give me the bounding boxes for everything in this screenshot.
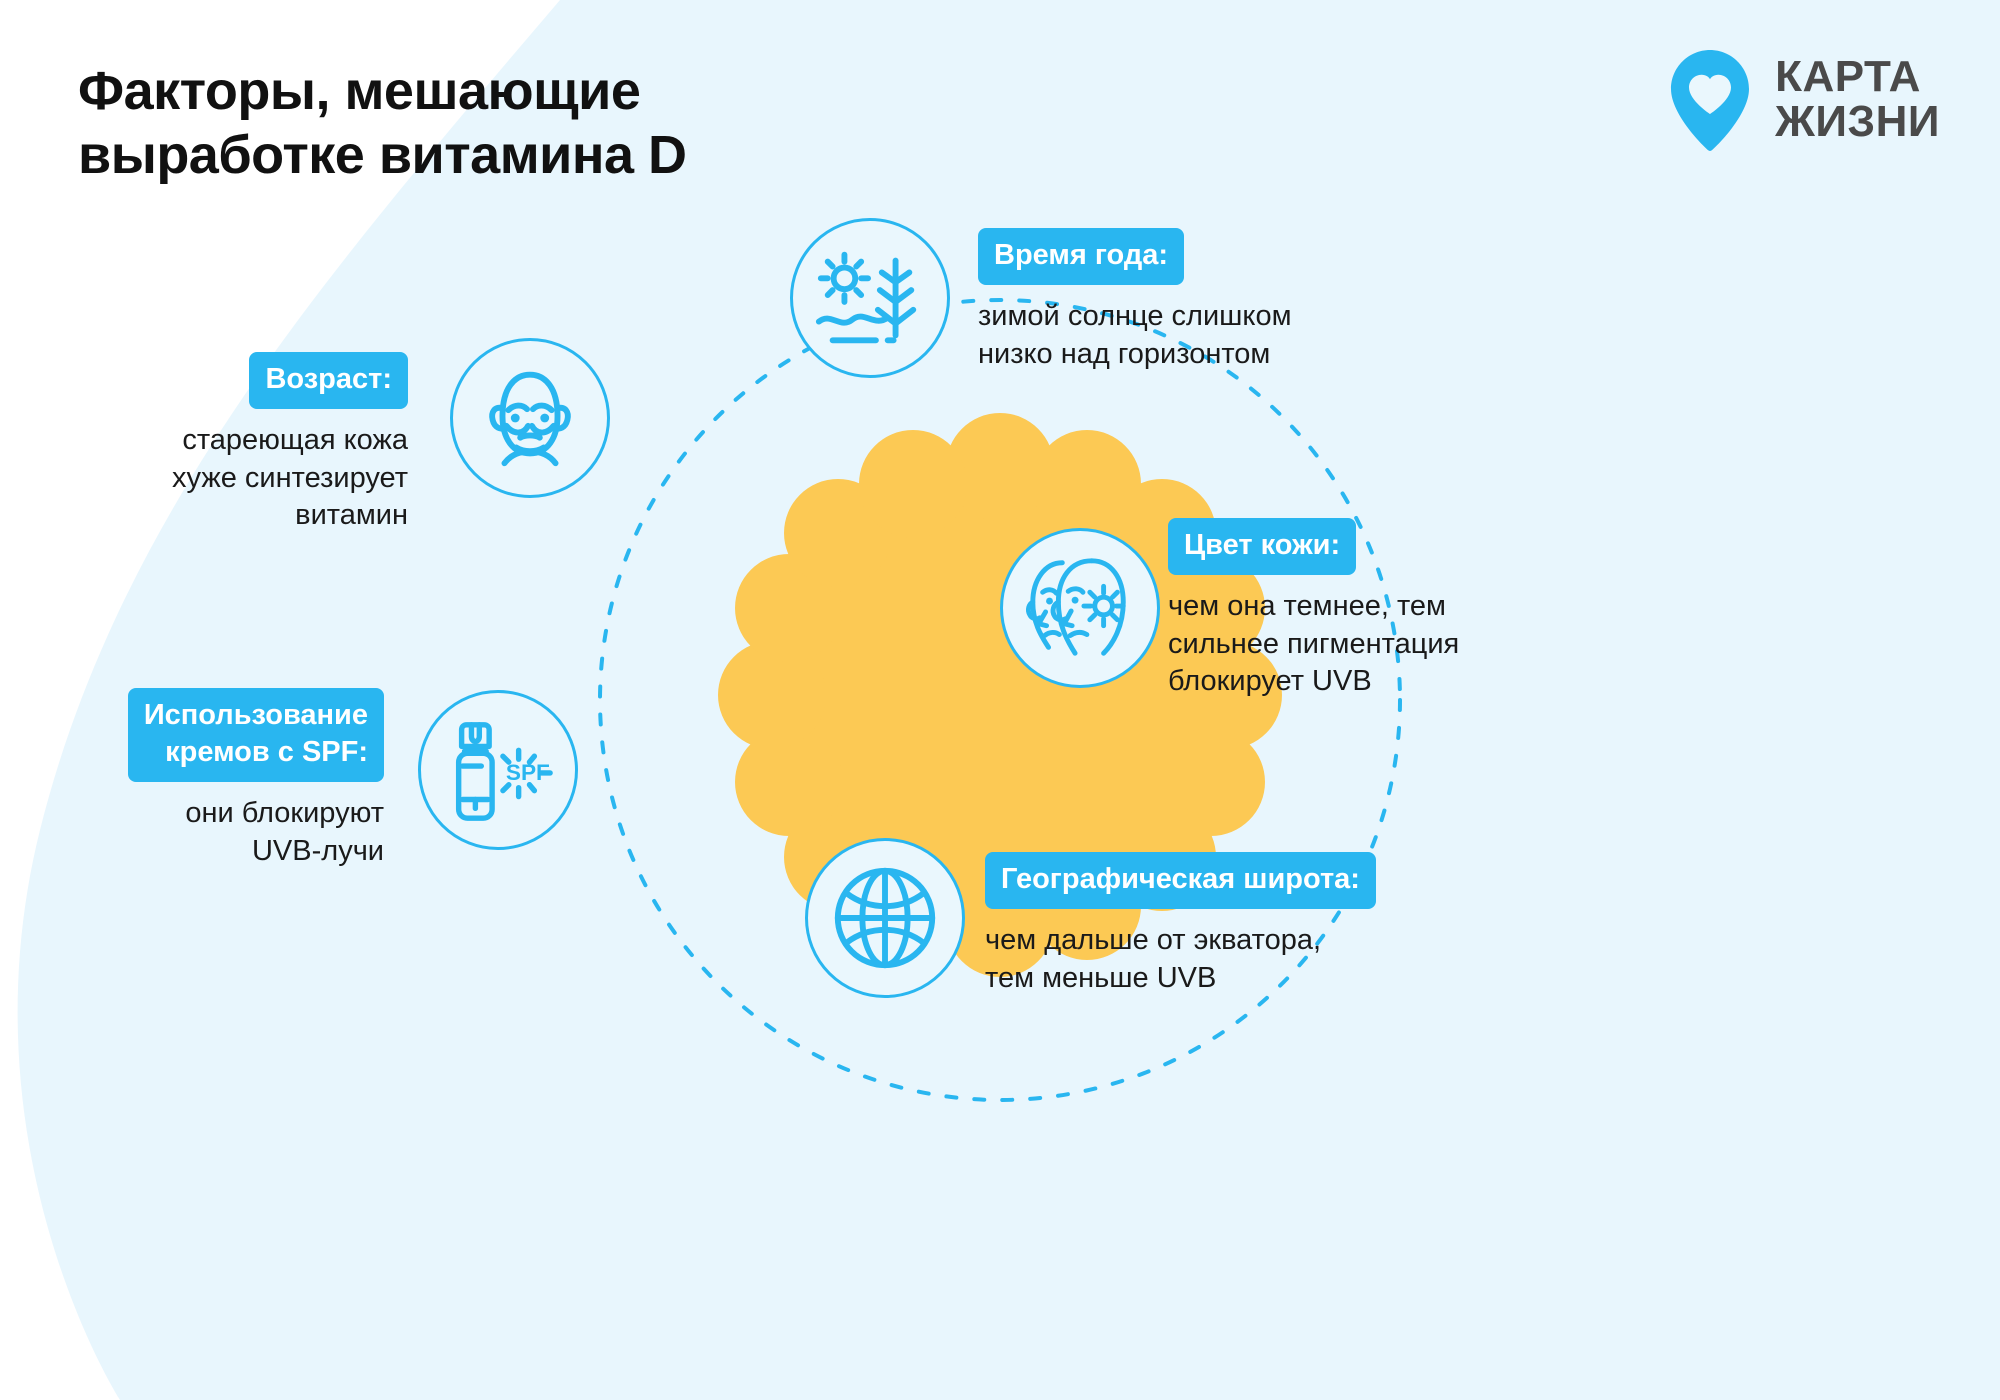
factor-description-latitude: чем дальше от экватора, тем меньше UVB — [985, 924, 1322, 994]
factor-icon-age[interactable] — [450, 338, 610, 498]
elderly-face-icon — [471, 359, 589, 477]
two-faces-sun-icon — [1021, 549, 1139, 667]
factor-description-spf: они блокируют UVB-лучи — [185, 797, 384, 867]
factor-icon-season[interactable] — [790, 218, 950, 378]
factor-description-skin-color: чем она темнее, тем сильнее пигментация … — [1168, 590, 1460, 698]
factor-block-latitude: Географическая широта: чем дальше от экв… — [985, 852, 1455, 997]
map-pin-heart-icon — [1667, 48, 1753, 152]
factor-badge-skin-color: Цвет кожи: — [1168, 518, 1357, 576]
globe-icon — [826, 859, 944, 977]
factor-badge-latitude: Географическая широта: — [985, 852, 1376, 910]
logo-text: КАРТА ЖИЗНИ — [1775, 52, 1940, 146]
factor-icon-spf[interactable]: SPF — [418, 690, 578, 850]
spf-bottle-icon: SPF — [439, 711, 557, 829]
factor-icon-latitude[interactable] — [805, 838, 965, 998]
dotted-connector-ring — [560, 260, 1440, 1140]
factor-description-season: зимой солнце слишком низко над горизонто… — [978, 300, 1292, 370]
factor-badge-season: Время года: — [978, 228, 1185, 286]
factor-block-skin-color: Цвет кожи: чем она темнее, тем сильнее п… — [1168, 518, 1568, 701]
factor-badge-age: Возраст: — [249, 352, 408, 410]
logo[interactable]: КАРТА ЖИЗНИ — [1667, 48, 1940, 152]
page-title: Факторы, мешающие выработке витамина D — [78, 61, 687, 185]
factor-block-season: Время года: зимой солнце слишком низко н… — [978, 228, 1448, 373]
factor-icon-skin-color[interactable] — [1000, 528, 1160, 688]
factor-block-spf: Использование кремов с SPF: они блокирую… — [74, 688, 384, 871]
factor-description-age: стареющая кожа хуже синтезирует витамин — [172, 424, 408, 532]
factor-block-age: Возраст: стареющая кожа хуже синтезирует… — [118, 352, 408, 535]
factor-badge-spf: Использование кремов с SPF: — [127, 688, 384, 783]
season-sun-tree-icon — [811, 239, 929, 357]
